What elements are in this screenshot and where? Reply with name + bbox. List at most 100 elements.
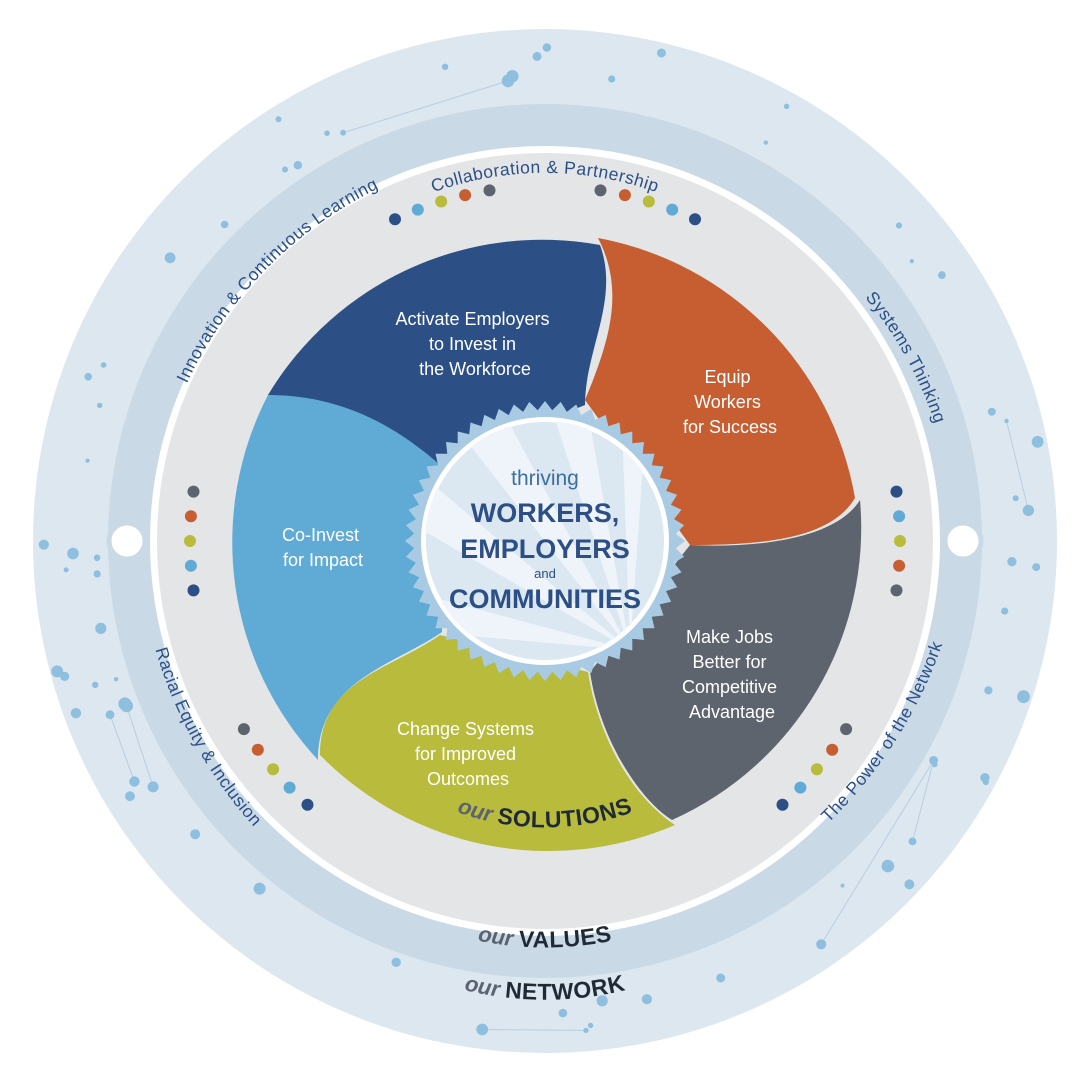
network-node: [904, 879, 915, 890]
segment-label-line: Competitive: [682, 677, 777, 697]
network-node: [716, 973, 726, 983]
segment-label-line: Better for: [692, 652, 766, 672]
network-node: [816, 939, 827, 950]
network-node: [476, 1023, 489, 1036]
network-node: [587, 1022, 594, 1029]
separator-dot: [594, 184, 607, 197]
network-node: [324, 130, 330, 136]
separator-dot: [283, 781, 296, 794]
network-node: [95, 622, 107, 635]
network-node: [1027, 509, 1033, 515]
seal-ray: [618, 421, 653, 650]
separator-dots: [184, 184, 906, 811]
network-node: [97, 402, 103, 409]
segment-label-line: Equip: [704, 367, 750, 387]
network-node: [63, 567, 69, 573]
network-node: [1007, 557, 1017, 567]
network-node: [783, 103, 790, 110]
segment-label-make-jobs: Make Jobs Better for Competitive Advanta…: [682, 627, 782, 722]
network-node: [293, 161, 303, 170]
separator-dot: [184, 559, 197, 572]
values-our: our: [476, 921, 516, 951]
network-node: [596, 995, 608, 1007]
separator-dot: [666, 203, 679, 216]
network-node: [1031, 435, 1044, 448]
network-node: [1001, 607, 1009, 615]
network-line: [482, 1029, 587, 1031]
network-node: [340, 129, 346, 136]
network-node: [909, 259, 914, 264]
separator-dot: [642, 195, 655, 208]
separator-dot: [840, 723, 853, 736]
network-node: [532, 51, 542, 61]
segment-label-line: Advantage: [689, 702, 775, 722]
network-node: [70, 708, 82, 719]
seal-ray: [531, 421, 630, 650]
network-node: [1017, 690, 1030, 704]
segment-label-line: Activate Employers: [395, 309, 549, 329]
separator-dot: [689, 213, 701, 226]
seal-ray: [425, 567, 630, 650]
segment-activate-employers: [268, 239, 607, 465]
segment-label-equip: Equip Workers for Success: [683, 367, 777, 437]
center-communities: COMMUNITIES: [449, 584, 641, 614]
network-node: [120, 699, 133, 713]
network-node: [542, 43, 552, 52]
segment-label-line: for Impact: [283, 550, 363, 570]
segment-label-line: Make Jobs: [686, 627, 773, 647]
separator-dot: [187, 485, 200, 498]
separator-dot: [459, 189, 472, 202]
separator-dot: [187, 584, 200, 597]
segment-label-line: the Workforce: [419, 359, 531, 379]
segment-label-activate: Activate Employers to Invest in the Work…: [395, 309, 554, 379]
network-node: [763, 140, 768, 145]
segment-labels: Activate Employers to Invest in the Work…: [282, 309, 782, 789]
segment-label-co-invest: Co-Invest for Impact: [282, 525, 364, 570]
separator-dot: [301, 798, 314, 811]
network-node: [506, 70, 519, 83]
network-node: [282, 166, 288, 173]
separator-dot: [890, 584, 903, 597]
segment-label-line: Co-Invest: [282, 525, 359, 545]
separator-dot: [890, 485, 903, 498]
network-node: [1032, 563, 1041, 572]
network-node: [125, 791, 135, 802]
network-node: [220, 220, 229, 229]
separator-dot: [894, 535, 906, 547]
network-node: [982, 778, 989, 786]
network-node: [100, 362, 107, 368]
seal-ray: [425, 444, 630, 650]
network-node: [391, 957, 401, 967]
network-node: [51, 665, 64, 678]
network-node: [275, 116, 282, 123]
network-node: [105, 710, 115, 720]
network-node: [895, 222, 903, 229]
network-node: [190, 829, 201, 840]
network-node: [583, 1027, 589, 1033]
separator-dot: [435, 195, 448, 208]
segment-make-jobs-better: [590, 500, 862, 820]
network-node: [93, 570, 101, 578]
center-thriving: thriving: [511, 467, 579, 490]
network-node: [641, 994, 653, 1005]
segment-co-invest: [232, 395, 442, 760]
separator-dot: [826, 743, 839, 756]
solutions-pinwheel: [232, 238, 862, 852]
network-node: [147, 781, 159, 793]
center-seal: thriving WORKERS, EMPLOYERS and COMMUNIT…: [405, 401, 685, 681]
network-nodes: [38, 43, 1044, 1036]
separator-dot: [893, 510, 906, 523]
connector-left: [106, 520, 148, 562]
separator-dot: [251, 743, 264, 756]
segment-label-line: for Success: [683, 417, 777, 437]
network-node: [67, 547, 79, 560]
network-node: [84, 373, 92, 381]
network-line: [1006, 420, 1029, 511]
separator-dot: [483, 184, 496, 197]
network-line: [109, 714, 135, 782]
network-line: [912, 760, 935, 842]
network-lines: [109, 80, 1029, 1031]
separator-dot: [237, 723, 250, 736]
segment-label-change-systems: Change Systems for Improved Outcomes: [397, 719, 539, 789]
